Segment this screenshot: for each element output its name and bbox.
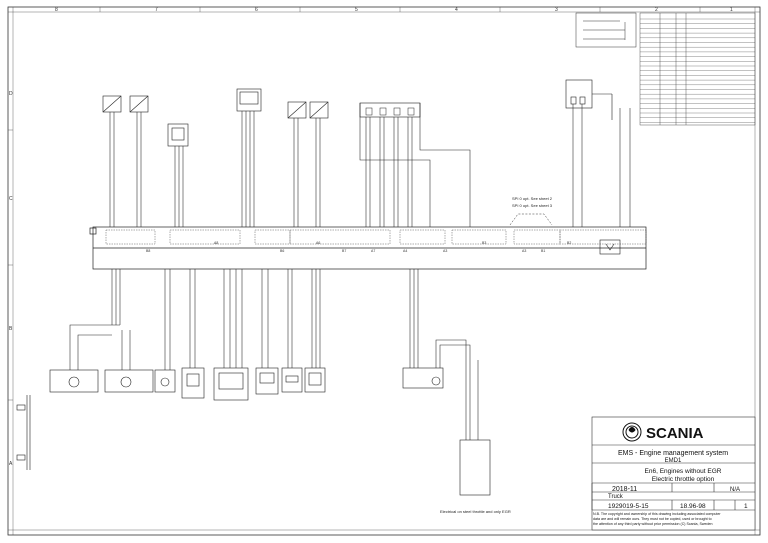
sensor-pin — [379, 107, 387, 116]
column-label: 1 — [730, 7, 733, 13]
sheet-note: Electrical on steel throttle and only EG… — [440, 509, 511, 514]
system-title: EMS - Engine management system — [618, 450, 728, 457]
connector-group-label: A6 — [316, 241, 320, 245]
title-block-frame — [591, 416, 756, 531]
scania-logo — [622, 422, 642, 442]
connector-group-outline — [289, 229, 391, 245]
sheet-number: 1 — [744, 503, 748, 510]
column-label: 6 — [255, 7, 258, 13]
drawing-number: 1929019-5-15 — [608, 503, 649, 510]
wire — [435, 339, 467, 440]
right-relay-block — [565, 79, 621, 255]
drawing-date: 2018-11 — [612, 486, 637, 493]
spi-ref-2: SPI 0 opt. See sheet 3 — [512, 203, 553, 208]
connector-group-outline — [105, 229, 156, 245]
copyright-line-1: N.B. The copyright and ownership of this… — [593, 512, 721, 516]
row-label: B — [9, 326, 13, 332]
connector-group-label: B8 — [146, 249, 150, 253]
sensor-pin — [393, 107, 401, 116]
connector-group-label: A8 — [214, 241, 218, 245]
column-label: 2 — [655, 7, 658, 13]
connector-group-outline — [559, 229, 647, 245]
connector-group-label: B7 — [342, 249, 346, 253]
wire — [77, 334, 112, 370]
spi-bracket — [509, 213, 553, 226]
legend-small-box — [575, 12, 637, 48]
copyright-line-3: the attention of any third party without… — [593, 522, 712, 526]
wire — [439, 344, 471, 440]
connector-group-outline — [254, 229, 291, 245]
connector-group-label: A7 — [371, 249, 375, 253]
connector-group-label: A3 — [522, 249, 526, 253]
bottom-components — [49, 367, 491, 496]
component-list-table — [639, 12, 756, 126]
column-label: 5 — [355, 7, 358, 13]
column-label: 4 — [455, 7, 458, 13]
wire — [359, 103, 431, 227]
sensor-pin — [407, 107, 415, 116]
drawing-issue: 18.96-98 — [680, 503, 706, 510]
wire — [419, 103, 471, 227]
drawing-scale: N/A — [730, 487, 740, 493]
column-label: 7 — [155, 7, 158, 13]
row-label: C — [9, 196, 13, 202]
sensor-pin — [365, 107, 373, 116]
connector-group-label: B3 — [482, 241, 486, 245]
connector-group-outline — [169, 229, 241, 245]
connector-group-label: B2 — [567, 241, 571, 245]
row-label: A — [9, 461, 13, 467]
brand-wordmark: SCANIA — [646, 425, 704, 442]
copyright-line-2: data are and will remain ours. They must… — [593, 517, 712, 521]
connector-group-outline — [399, 229, 446, 245]
row-label: D — [9, 91, 13, 97]
connector-group-label: B1 — [541, 249, 545, 253]
variant-line-2: Electric throttle option — [652, 476, 715, 483]
variant-line-1: En6, Engines without EGR — [645, 468, 722, 475]
column-label: 8 — [55, 7, 58, 13]
spi-ref-1: SPI 0 opt. See sheet 2 — [512, 196, 553, 201]
connector-group-label: B6 — [280, 249, 284, 253]
ecu-main-bar — [89, 226, 647, 270]
connector-group-label: A4 — [403, 249, 407, 253]
left-side-component — [16, 395, 31, 470]
wire — [69, 324, 120, 370]
system-code: EMD1 — [665, 458, 682, 464]
top-sensors — [102, 88, 421, 147]
column-label: 3 — [555, 7, 558, 13]
connector-group-label: A3 — [443, 249, 447, 253]
connector-group-outline — [451, 229, 507, 245]
vehicle-type: Truck — [608, 494, 624, 500]
